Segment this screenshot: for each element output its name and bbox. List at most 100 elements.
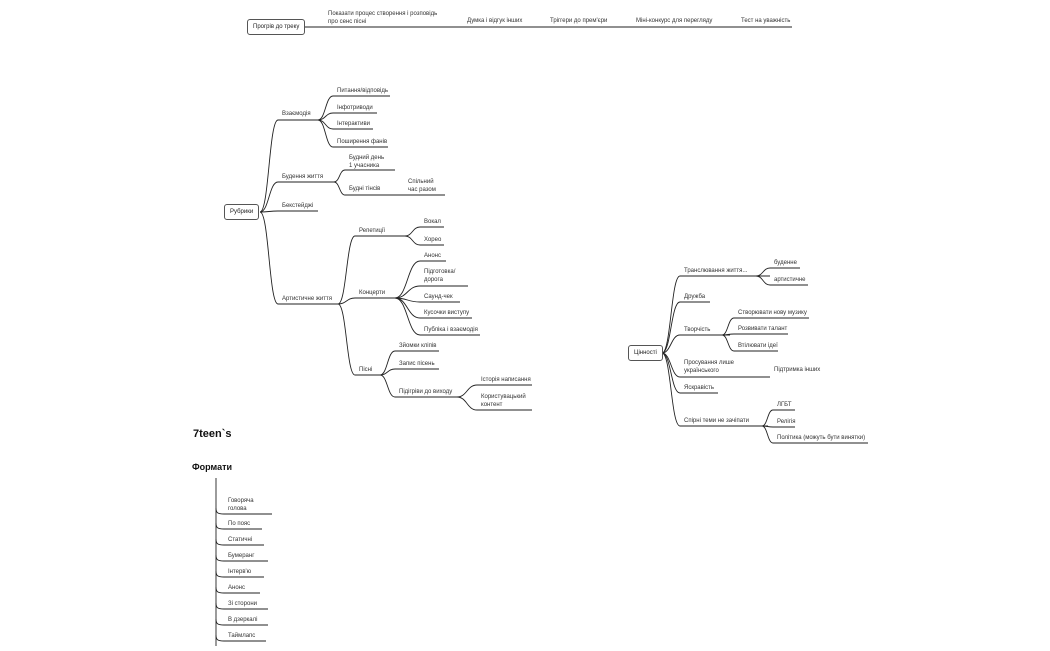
- connector-interaction-item: [317, 95, 390, 121]
- connector-interaction-item: [317, 119, 388, 148]
- warmup-item[interactable]: Тест на уважність: [741, 18, 791, 24]
- broadcast-item[interactable]: буденне: [774, 260, 797, 266]
- song-warmup-item[interactable]: Історія написання: [481, 377, 531, 383]
- connector-concert-item: [394, 260, 446, 299]
- interaction-item[interactable]: Інфотриводи: [337, 105, 373, 111]
- connector-broadcast-item: [755, 275, 808, 286]
- formats-item-connector: [215, 522, 262, 530]
- formats-item-connector: [215, 586, 260, 594]
- daily-life-item[interactable]: Будні тінсів: [349, 186, 381, 192]
- songs-node[interactable]: Пісні: [359, 367, 373, 373]
- connector-interaction-item: [317, 112, 377, 121]
- connector-concerts: [337, 297, 395, 305]
- connector-broadcast: [661, 275, 770, 354]
- connector-rehearsals: [337, 235, 405, 305]
- interaction-node[interactable]: Взаємодія: [282, 111, 311, 117]
- connector-songs: [337, 303, 380, 376]
- connector-song-item: [379, 368, 439, 376]
- interaction-item[interactable]: Питання/відповідь: [337, 88, 388, 94]
- promotion-node[interactable]: Просування лише українського: [684, 360, 734, 374]
- warmup-item[interactable]: Показати процес створення і розповідь пр…: [328, 11, 438, 25]
- creativity-item[interactable]: Створювати нову музику: [738, 310, 807, 316]
- formats-item-connector: [215, 602, 268, 610]
- connector-controversial-item: [761, 425, 868, 444]
- rehearsal-item[interactable]: Вокал: [424, 219, 441, 225]
- songs-item[interactable]: Підігріви до виходу: [399, 389, 453, 395]
- connector-song-warmup-item: [456, 396, 532, 411]
- controversial-item[interactable]: ЛГБТ: [777, 402, 792, 408]
- connector-concert-item: [394, 297, 480, 336]
- concert-item[interactable]: Анонс: [424, 253, 441, 259]
- songs-item[interactable]: Зйомки кліпів: [399, 343, 437, 349]
- rehearsals-node[interactable]: Репетиції: [359, 228, 385, 234]
- brightness-node[interactable]: Яскравість: [684, 385, 715, 391]
- formats-item-connector: [215, 507, 272, 515]
- connector-friendship: [661, 301, 710, 354]
- connector-daily-item: [333, 169, 395, 183]
- connector-creativity-item: [721, 333, 788, 336]
- connector-rehearsal-item: [404, 235, 444, 246]
- connector-daily-item: [333, 181, 445, 196]
- connector-controversial-item: [761, 425, 795, 428]
- connector-interaction: [259, 119, 318, 213]
- interaction-item[interactable]: Інтерактиви: [337, 121, 371, 127]
- connector-song-warmup-item: [456, 384, 532, 398]
- warmup-item[interactable]: Тріггери до прем'єри: [550, 18, 608, 24]
- formats-item-connector: [215, 554, 268, 562]
- format-item[interactable]: Анонс: [228, 585, 245, 591]
- format-item[interactable]: В дзеркалі: [228, 617, 258, 623]
- format-item[interactable]: Бумеранг: [228, 553, 255, 559]
- connector-concert-item: [394, 285, 468, 299]
- format-item[interactable]: Зі сторони: [228, 601, 257, 607]
- creativity-item[interactable]: Розвивати талант: [738, 326, 788, 332]
- connector-creativity-item: [721, 334, 778, 352]
- controversial-item[interactable]: Політика (можуть бути винятки): [777, 435, 866, 441]
- artistic-life-node[interactable]: Артистичне життя: [282, 296, 332, 302]
- connector-broadcast-item: [755, 267, 800, 277]
- formats-item-connector: [215, 634, 266, 642]
- concert-item[interactable]: Саунд-чек: [424, 294, 453, 300]
- interaction-item[interactable]: Поширення фанів: [337, 139, 388, 145]
- format-item[interactable]: Статичні: [228, 537, 253, 543]
- concert-item[interactable]: Підготовка/ дорога: [424, 269, 456, 283]
- connector-daily-life: [259, 181, 334, 213]
- broadcast-item[interactable]: артистичне: [774, 277, 806, 283]
- songs-item[interactable]: Запис пісень: [399, 361, 435, 367]
- song-warmup-item[interactable]: Користувацький контент: [481, 394, 526, 408]
- rehearsal-item[interactable]: Хорео: [424, 237, 442, 243]
- connector-creativity: [661, 334, 730, 354]
- connector-artistic: [259, 211, 338, 305]
- concert-item[interactable]: Публіка і взаємодія: [424, 327, 478, 333]
- controversial-item[interactable]: Релігія: [777, 419, 796, 425]
- connector-controversial: [661, 352, 768, 427]
- format-item[interactable]: Інтерв'ю: [228, 569, 252, 575]
- rubrics-root-node[interactable]: Рубрики: [224, 204, 260, 220]
- concerts-node[interactable]: Концерти: [359, 290, 386, 296]
- format-item[interactable]: Таймлапс: [228, 633, 256, 639]
- friendship-node[interactable]: Дружба: [684, 294, 706, 300]
- warmup-item[interactable]: Думка і відгук інших: [467, 18, 523, 24]
- values-root-node[interactable]: Цінності: [628, 345, 663, 361]
- warmup-item[interactable]: Міні-конкурс для перегляду: [636, 18, 713, 24]
- formats-item-connector: [215, 570, 264, 578]
- formats-item-connector: [215, 618, 268, 626]
- broadcast-node[interactable]: Транслювання життя...: [684, 268, 748, 274]
- warmup-root-node[interactable]: Прогрів до треку: [247, 19, 306, 35]
- controversial-node[interactable]: Спірні теми не зачіпати: [684, 418, 750, 424]
- backstage-node[interactable]: Бекстейджі: [282, 203, 314, 209]
- formats-title: Формати: [192, 462, 233, 472]
- page-heading: 7teen`s: [193, 428, 232, 440]
- connector-rehearsal-item: [404, 226, 444, 237]
- daily-life-item[interactable]: Будний день 1 учасника: [349, 155, 385, 169]
- format-item[interactable]: Говоряча голова: [228, 498, 254, 512]
- concert-item[interactable]: Кусочки виступу: [424, 310, 470, 316]
- tins-child-item[interactable]: Спільний час разом: [408, 179, 436, 193]
- promotion-item[interactable]: Підтримка інших: [774, 367, 821, 373]
- connector-creativity-item: [721, 317, 809, 336]
- daily-life-node[interactable]: Будення життя: [282, 174, 324, 180]
- creativity-node[interactable]: Творчість: [684, 327, 711, 333]
- connector-controversial-item: [761, 409, 795, 427]
- creativity-item[interactable]: Втілювати ідеї: [738, 343, 778, 349]
- format-item[interactable]: По пояс: [228, 521, 251, 527]
